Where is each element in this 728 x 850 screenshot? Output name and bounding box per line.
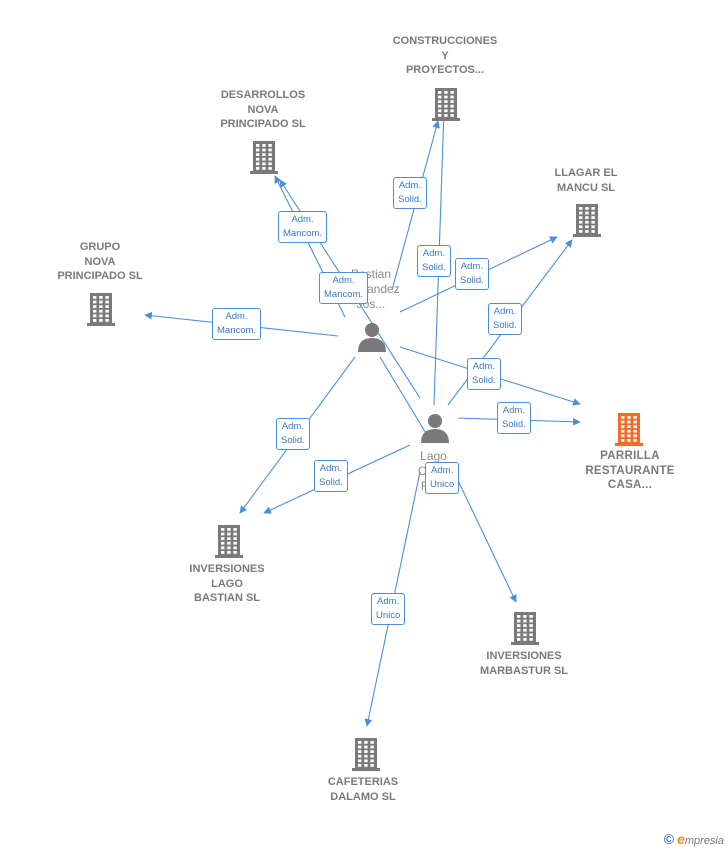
edge-label-lago-desarrollos: Adm. Mancom. bbox=[319, 272, 369, 304]
building-icon-inversiones-marbastur[interactable] bbox=[511, 612, 539, 645]
company-label-construcciones[interactable]: CONSTRUCCIONES Y PROYECTOS... bbox=[392, 35, 498, 76]
company-label-desarrollos[interactable]: DESARROLLOS NOVA PRINCIPADO SL bbox=[220, 89, 306, 130]
edge-label-lago-inversiones-marbastur: Adm. Unico bbox=[425, 462, 460, 494]
company-label-inversiones-lago[interactable]: INVERSIONES LAGO BASTIAN SL bbox=[189, 563, 265, 604]
edge-label-bastian-parrilla: Adm. Solid. bbox=[467, 358, 501, 390]
brand-initial: e bbox=[677, 831, 685, 847]
building-icon-cafeterias[interactable] bbox=[352, 738, 380, 771]
copyright-icon: © bbox=[663, 831, 675, 847]
company-label-grupo[interactable]: GRUPO NOVA PRINCIPADO SL bbox=[57, 241, 143, 282]
nodes-layer bbox=[87, 88, 643, 771]
person-icon-lago[interactable] bbox=[421, 414, 449, 443]
edge-label-bastian-inversiones-lago: Adm. Solid. bbox=[276, 418, 310, 450]
building-icon-inversiones-lago[interactable] bbox=[215, 525, 243, 558]
edge-label-lago-inversiones-lago: Adm. Solid. bbox=[314, 460, 348, 492]
edge-bastian-lago bbox=[379, 356, 431, 441]
edge-label-lago-parrilla: Adm. Solid. bbox=[497, 402, 531, 434]
company-label-inversiones-marbastur[interactable]: INVERSIONES MARBASTUR SL bbox=[480, 650, 568, 677]
company-label-parrilla[interactable]: PARRILLA RESTAURANTE CASA... bbox=[585, 450, 675, 491]
person-icon-bastian[interactable] bbox=[358, 323, 386, 352]
building-icon-desarrollos[interactable] bbox=[250, 141, 278, 174]
edge-label-bastian-construcciones: Adm. Solid. bbox=[393, 177, 427, 209]
company-label-cafeterias[interactable]: CAFETERIAS DALAMO SL bbox=[327, 776, 399, 803]
building-icon-parrilla[interactable] bbox=[615, 413, 643, 446]
edge-label-bastian-llagar: Adm. Solid. bbox=[455, 258, 489, 290]
company-label-llagar[interactable]: LLAGAR EL MANCU SL bbox=[554, 167, 618, 194]
edge-label-lago-construcciones: Adm. Solid. bbox=[417, 245, 451, 277]
edge-label-bastian-grupo: Adm. Mancom. bbox=[212, 308, 262, 340]
edge-label-bastian-desarrollos: Adm. Mancom. bbox=[278, 211, 328, 243]
empresia-logo: © empresia bbox=[664, 831, 724, 847]
building-icon-llagar[interactable] bbox=[573, 204, 601, 237]
edge-label-lago-cafeterias: Adm. Unico bbox=[371, 593, 406, 625]
brand-name: mpresia bbox=[684, 835, 724, 847]
edge-label-lago-llagar: Adm. Solid. bbox=[488, 303, 522, 335]
building-icon-grupo[interactable] bbox=[87, 293, 115, 326]
building-icon-construcciones[interactable] bbox=[432, 88, 460, 121]
edge-lago-inversiones-marbastur bbox=[452, 469, 517, 603]
